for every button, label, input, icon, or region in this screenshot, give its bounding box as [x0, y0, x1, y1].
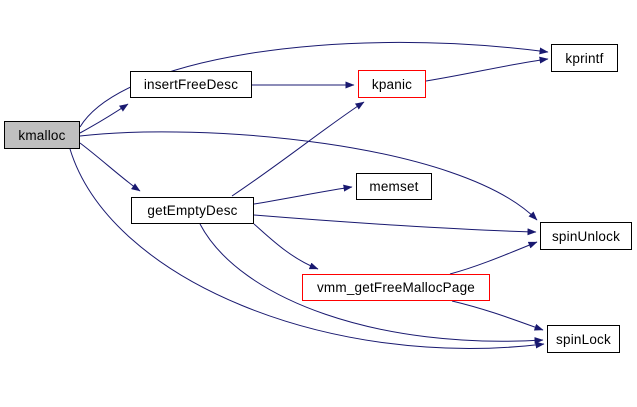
- graph-edge-vmm_getFreeMallocPage-to-spinUnlock: [449, 241, 538, 275]
- graph-edge-kmalloc-to-spinLock: [69, 148, 545, 349]
- graph-edge-getEmptyDesc-to-spinUnlock: [253, 214, 537, 236]
- graph-edge-getEmptyDesc-to-vmm_getFreeMallocPage: [253, 223, 319, 270]
- graph-edge-getEmptyDesc-to-spinLock: [199, 223, 544, 345]
- graph-node-label: spinLock: [556, 331, 611, 347]
- graph-edge-kmalloc-to-kprintf: [79, 41, 549, 128]
- graph-node-kmalloc[interactable]: kmalloc: [4, 121, 80, 149]
- graph-edge-getEmptyDesc-to-memset: [253, 184, 353, 205]
- graph-edge-kmalloc-to-getEmptyDesc: [79, 142, 141, 192]
- graph-node-spinLock[interactable]: spinLock: [547, 325, 620, 353]
- graph-node-spinUnlock[interactable]: spinUnlock: [540, 222, 632, 250]
- graph-node-label: memset: [369, 179, 419, 194]
- graph-node-label: vmm_getFreeMallocPage: [316, 280, 475, 295]
- graph-node-label: getEmptyDesc: [147, 203, 238, 218]
- graph-edge-getEmptyDesc-to-kpanic: [231, 101, 365, 197]
- graph-node-label: kprintf: [565, 50, 604, 66]
- graph-edge-vmm_getFreeMallocPage-to-spinLock: [451, 300, 544, 331]
- graph-node-label: insertFreeDesc: [143, 77, 239, 92]
- graph-node-kprintf[interactable]: kprintf: [551, 44, 618, 72]
- graph-node-kpanic[interactable]: kpanic: [358, 70, 426, 98]
- graph-node-vmm_getFreeMallocPage[interactable]: vmm_getFreeMallocPage: [302, 274, 490, 301]
- graph-edge-kmalloc-to-spinUnlock: [79, 131, 538, 221]
- graph-edge-kpanic-to-kprintf: [425, 56, 549, 82]
- graph-node-label: kpanic: [371, 76, 413, 92]
- graph-node-label: kmalloc: [18, 127, 66, 143]
- graph-node-label: spinUnlock: [551, 228, 621, 244]
- graph-node-getEmptyDesc[interactable]: getEmptyDesc: [131, 197, 254, 224]
- graph-node-memset[interactable]: memset: [356, 173, 432, 200]
- graph-node-insertFreeDesc[interactable]: insertFreeDesc: [130, 71, 252, 98]
- graph-edge-kmalloc-to-insertFreeDesc: [79, 103, 129, 134]
